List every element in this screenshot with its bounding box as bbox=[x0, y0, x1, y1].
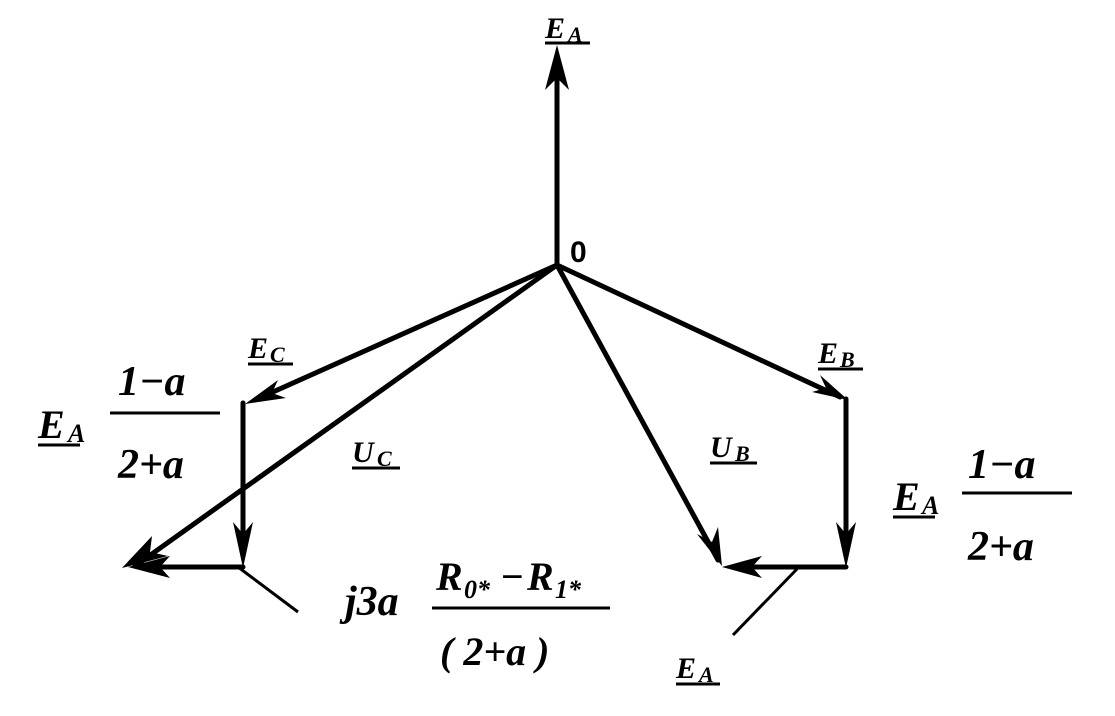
svg-text:A: A bbox=[920, 491, 939, 520]
svg-text:E: E bbox=[817, 337, 838, 370]
svg-text:R: R bbox=[526, 554, 554, 599]
svg-text:2+a: 2+a bbox=[117, 442, 184, 488]
svg-text:E: E bbox=[247, 332, 268, 365]
svg-text:U: U bbox=[352, 436, 375, 469]
label-ub: U B bbox=[710, 431, 757, 466]
origin-label: 0 bbox=[570, 236, 587, 269]
svg-text:E: E bbox=[37, 402, 65, 447]
svg-text:2+a: 2+a bbox=[967, 524, 1034, 570]
svg-text:1−a: 1−a bbox=[118, 359, 185, 405]
svg-text:A: A bbox=[697, 662, 714, 687]
svg-text:B: B bbox=[839, 347, 855, 372]
svg-text:A: A bbox=[566, 22, 583, 47]
label-ea-top: E A bbox=[544, 12, 590, 47]
left-tail-line bbox=[237, 565, 299, 614]
vector-left-horizontal bbox=[128, 556, 246, 578]
svg-text:E: E bbox=[892, 474, 920, 519]
vector-eb bbox=[554, 262, 848, 400]
vector-right-down bbox=[836, 396, 856, 568]
right-tail-line bbox=[731, 567, 799, 637]
svg-text:A: A bbox=[66, 419, 85, 448]
svg-text:0*: 0* bbox=[464, 575, 491, 604]
bottom-fraction: j3a R 0* − R 1* ( 2+a ) bbox=[339, 554, 610, 674]
left-fraction: E A 1−a 2+a bbox=[37, 359, 220, 488]
svg-text:R: R bbox=[435, 554, 463, 599]
vector-ub bbox=[554, 262, 722, 566]
svg-text:C: C bbox=[377, 446, 392, 471]
svg-text:C: C bbox=[270, 342, 285, 367]
label-ea-bottom: E A bbox=[675, 652, 720, 687]
svg-text:−: − bbox=[500, 554, 524, 599]
vector-uc bbox=[122, 262, 560, 569]
vector-ea-up bbox=[545, 45, 569, 268]
vector-ec bbox=[245, 262, 560, 404]
right-fraction: E A 1−a 2+a bbox=[892, 442, 1072, 570]
label-uc: U C bbox=[352, 436, 400, 471]
vector-left-down bbox=[233, 400, 253, 568]
svg-text:1*: 1* bbox=[555, 575, 582, 604]
svg-text:( 2+a ): ( 2+a ) bbox=[440, 629, 549, 674]
svg-text:B: B bbox=[734, 441, 750, 466]
label-eb: E B bbox=[817, 337, 863, 372]
vector-right-horizontal bbox=[722, 556, 849, 578]
svg-text:E: E bbox=[544, 12, 565, 45]
svg-text:1−a: 1−a bbox=[968, 442, 1035, 488]
svg-text:U: U bbox=[710, 431, 733, 464]
svg-text:j3a: j3a bbox=[339, 579, 399, 625]
svg-text:E: E bbox=[675, 652, 696, 685]
label-ec: E C bbox=[247, 332, 293, 367]
